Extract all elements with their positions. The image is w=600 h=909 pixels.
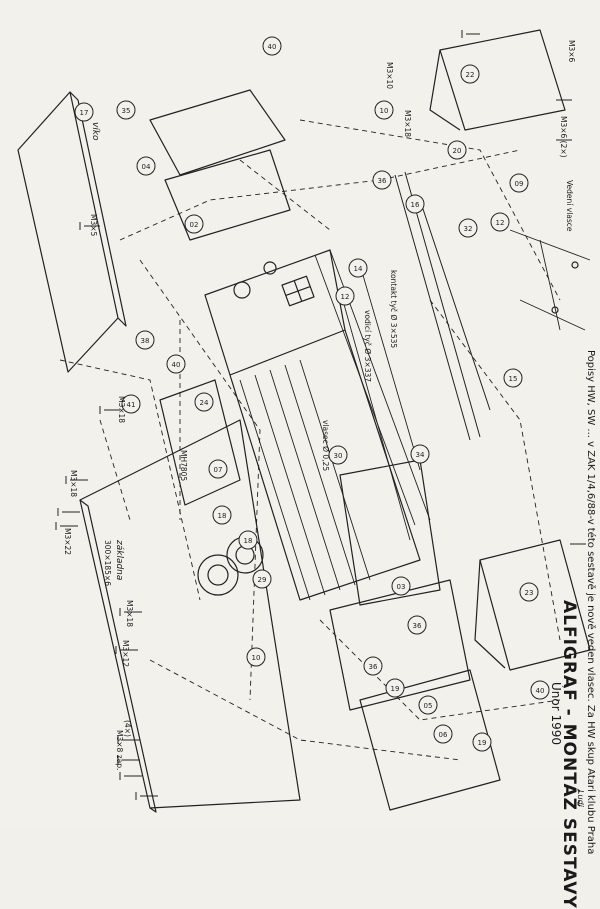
part-num: 10 [380,107,389,115]
part-num: 40 [268,43,277,51]
part-num: 36 [413,622,422,630]
pcb-plate [159,379,241,506]
part-num: 32 [464,225,473,233]
base-plate [79,419,301,809]
screw-label: M3×5 [89,214,98,237]
part-num: 04 [142,163,151,171]
signature: Ludi [576,790,585,807]
part-num: 02 [190,221,199,229]
part-num: 23 [525,589,534,597]
part-num: 05 [424,702,433,710]
screw-label: M3×6 [567,40,576,63]
part-num: 36 [369,663,378,671]
part-num: 30 [334,452,343,460]
screw-label: M3×10 [385,62,394,90]
label-mh7805: MH7805 [179,450,188,482]
drawing-date: Únor 1990 [549,682,563,746]
part-num: 34 [416,451,425,459]
drawing-note: Popisy HW, SW ... v ZAK 1/4,6/88-v této … [585,350,596,855]
part-num: 22 [466,71,475,79]
part-num: 14 [354,265,363,273]
screw-label: M3×6 (2×) [559,116,568,158]
screw-label: M3×18 [69,470,78,498]
part-num: 24 [200,399,209,407]
drawing-sheet: 17 35 04 02 40 22 10 36 16 20 09 12 32 1… [17,29,596,909]
part-num: 41 [127,401,136,409]
part-num: 03 [397,583,406,591]
part-num: 15 [509,375,518,383]
label-zakladna-size: 300×185×6 [103,540,112,586]
part-num: 19 [478,739,487,747]
part-num: 10 [252,654,261,662]
part-num: 09 [515,180,524,188]
part-num: 40 [172,361,181,369]
right-housing [339,459,441,606]
carriage-body [204,249,346,376]
screw-label: M3×18 [125,600,134,628]
screw-label: M3×22 [63,528,72,556]
drawing-title: ALFIGRAF - MONTÁŽ SESTAVY [559,600,579,909]
part-num: 18 [218,512,227,520]
top-bracket [149,89,286,176]
part-num: 29 [258,576,267,584]
part-num: 06 [439,731,448,739]
part-num: 17 [80,109,89,117]
label-vlasec: vlasec Ø 0,25 [321,420,330,472]
part-num: 40 [536,687,545,695]
part-num: 35 [122,107,131,115]
label-rod1: vodicí tyč Ø 3×337 [363,310,372,383]
bottom-block [329,579,471,711]
screw-label: (4×) [123,720,132,737]
part-num: 36 [378,177,387,185]
part-num: 38 [141,337,150,345]
screw-label: M3×18 [117,396,126,424]
label-zakladna: základna [114,540,124,581]
label-vlko: víko [90,122,100,141]
part-num: 18 [244,537,253,545]
bracket-23 [479,539,591,671]
part-num: 16 [411,201,420,209]
screw-label: M3×18 [403,110,412,138]
label-rod2: kontakt tyč Ø 3×535 [389,270,398,349]
motor-left [197,554,239,596]
part-num: 07 [214,466,223,474]
part-num: 12 [496,219,505,227]
part-number-texts: 17 35 04 02 40 22 10 36 16 20 09 12 32 1… [80,43,545,747]
bracket-22 [439,29,566,131]
part-num: 20 [453,147,462,155]
screw-label: M3×12 [121,640,130,668]
part-num: 19 [391,685,400,693]
screw-label: M3×8 zap. [115,730,124,771]
part-num: 12 [341,293,350,301]
lid-plate [17,91,119,373]
label-side-view: Vedení vlasce [565,180,574,232]
exploded-assembly-drawing: 17 35 04 02 40 22 10 36 16 20 09 12 32 1… [17,29,591,813]
